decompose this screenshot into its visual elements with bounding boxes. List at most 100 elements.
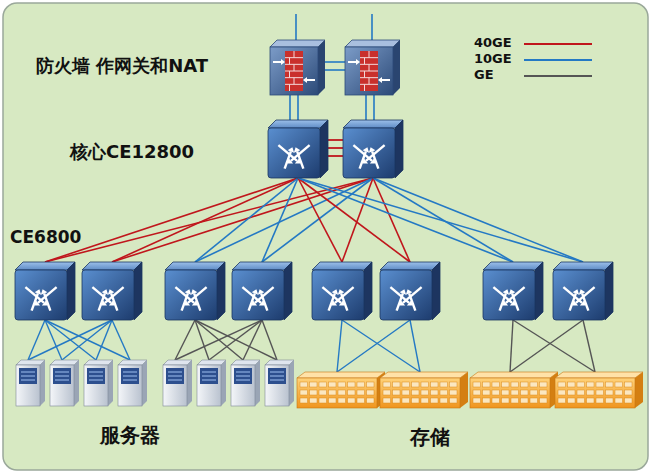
disk-slot: [511, 398, 519, 403]
disk-slot: [473, 382, 481, 387]
arrow-stroke: [297, 151, 303, 168]
disk-slot: [357, 382, 365, 387]
storage-top: [297, 372, 385, 378]
disk-slot: [402, 390, 410, 395]
arrow-head: [288, 147, 295, 152]
server-top: [163, 360, 192, 365]
flow-arrow: [381, 79, 390, 81]
access-server-link: [45, 320, 130, 360]
server-body: [84, 365, 108, 406]
disk-slot: [450, 398, 458, 403]
core-access-link: [262, 178, 373, 262]
core-link: [328, 155, 343, 157]
switch-icon: [15, 262, 75, 320]
access-storage-link: [337, 320, 410, 372]
drive-bay: [89, 376, 103, 377]
arrow-stroke: [182, 293, 188, 310]
drive-bay: [270, 376, 284, 377]
disk-slot: [329, 382, 337, 387]
disk-slot: [492, 390, 500, 395]
disk-slot: [450, 382, 458, 387]
arrow-stroke: [500, 293, 506, 310]
access-server-link: [96, 320, 112, 360]
access-server-link: [209, 320, 262, 360]
arrow-head: [579, 289, 586, 294]
firewall-link: [325, 61, 345, 63]
firewall-icon: [345, 40, 400, 95]
server-top: [16, 360, 45, 365]
disk-slot: [568, 398, 576, 403]
disk-slot: [596, 390, 604, 395]
disk-slot: [383, 398, 391, 403]
disk-slot: [568, 390, 576, 395]
storage-body: [555, 378, 635, 408]
server-body: [118, 365, 142, 406]
disk-slot: [393, 390, 401, 395]
disk-slot: [421, 382, 429, 387]
disk-slot: [530, 390, 538, 395]
drive-bay: [202, 372, 216, 373]
switch-side: [320, 120, 328, 178]
disk-slot: [319, 382, 327, 387]
arrow-stroke: [372, 151, 378, 168]
firewall-link: [325, 69, 345, 71]
switch-top: [232, 262, 292, 270]
legend-text: 10GE: [474, 52, 512, 66]
disk-slot: [483, 390, 491, 395]
storage-icon: [380, 372, 468, 408]
server-side: [108, 360, 113, 406]
core-access-link: [298, 178, 342, 262]
firewall-front: [345, 47, 393, 95]
disk-slot: [577, 390, 585, 395]
disk-slot: [540, 398, 548, 403]
server-panel: [87, 368, 105, 384]
drive-bay: [168, 376, 182, 377]
disk-slot: [483, 398, 491, 403]
disk-slot: [310, 398, 318, 403]
arrow-head: [252, 289, 259, 294]
disk-slot: [440, 390, 448, 395]
arrow-head: [41, 289, 48, 294]
storage-caption: 存储: [410, 426, 450, 449]
arrow-head: [35, 289, 42, 294]
disk-slot: [577, 398, 585, 403]
flow-arrow-head: [281, 59, 285, 65]
arrow-head: [102, 289, 109, 294]
brick-joint: [294, 78, 295, 85]
drive-bay: [21, 380, 35, 381]
switch-top: [483, 262, 543, 270]
disk-slot: [625, 382, 633, 387]
disk-slot: [357, 390, 365, 395]
disk-slot: [530, 398, 538, 403]
disk-slot: [310, 390, 318, 395]
drive-bay: [270, 380, 284, 381]
arrow-head: [338, 289, 345, 294]
brick-joint: [369, 64, 370, 71]
switch-top: [343, 120, 403, 128]
brick-joint: [294, 64, 295, 71]
disk-slot: [338, 398, 346, 403]
drive-bay: [202, 376, 216, 377]
brick-joint: [294, 51, 295, 58]
disk-slot: [367, 390, 375, 395]
disk-slot: [568, 382, 576, 387]
background-panel: [3, 3, 648, 470]
disk-slot: [402, 382, 410, 387]
disk-slot: [367, 398, 375, 403]
drive-bay: [123, 372, 137, 373]
server-panel: [19, 368, 37, 384]
switch-side: [605, 262, 613, 320]
arrow-stroke: [360, 151, 366, 168]
access-storage-link: [513, 320, 595, 372]
drive-bay: [236, 376, 250, 377]
disk-slot: [483, 382, 491, 387]
switch-icon: [380, 262, 440, 320]
switch-front: [15, 270, 67, 320]
brick-joint: [289, 58, 290, 65]
firewall-side: [393, 40, 400, 95]
disk-slot: [577, 382, 585, 387]
access-server-link: [175, 320, 195, 360]
disk-slot: [431, 390, 439, 395]
arrow-head: [363, 147, 370, 152]
